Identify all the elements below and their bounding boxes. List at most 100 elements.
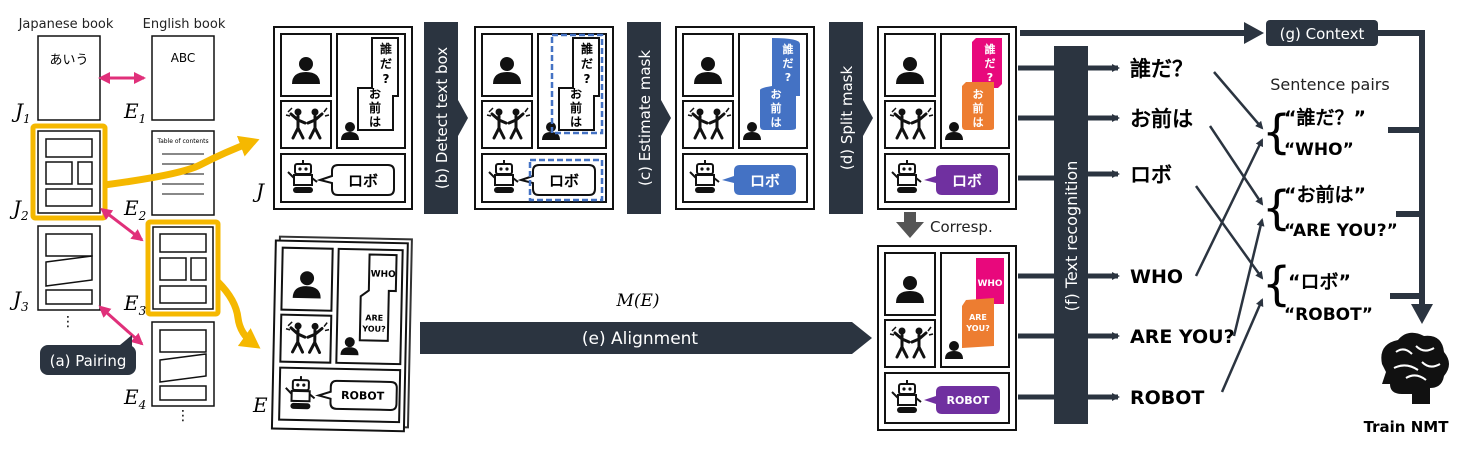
recognized-en-3: ROBOT	[1130, 387, 1204, 409]
yellow-arrow-j	[103, 135, 260, 189]
en-page-1-text: ABC	[171, 51, 196, 65]
recognized-en-1: WHO	[1130, 266, 1183, 288]
page-detected: 誰 だ ? お 前 は	[474, 26, 614, 210]
svg-text:前: 前	[771, 101, 782, 115]
svg-text:だ: だ	[380, 57, 392, 71]
pair-2-jp: “お前は”	[1284, 183, 1366, 206]
svg-text:?: ?	[584, 72, 591, 86]
en-page-1	[151, 35, 215, 121]
svg-text:前: 前	[570, 100, 582, 115]
en-page-3	[152, 226, 214, 310]
estimate-mask-step	[627, 22, 661, 214]
detect-text-box-step	[424, 22, 458, 214]
page-masked-bubble-text: ロボ	[750, 172, 780, 190]
estimate-mask-label: (c) Estimate mask	[636, 50, 654, 186]
svg-text:お: お	[369, 87, 381, 101]
split-mask-step	[829, 22, 863, 214]
pair-arrow-2	[100, 207, 144, 242]
page-e-bubble-text-2b: YOU?	[361, 324, 386, 334]
page-aligned	[877, 245, 1017, 431]
pair-arrow-3	[98, 305, 144, 346]
label-j: J	[252, 179, 265, 203]
brain-icon	[1381, 332, 1449, 404]
svg-text:だ: だ	[581, 57, 593, 71]
label-e1: E1	[123, 99, 146, 126]
japanese-book-header: Japanese book	[18, 17, 114, 32]
jp-dots: ⋮	[61, 314, 75, 330]
recognized-jp-1: 誰だ？	[1130, 57, 1193, 81]
pair-1-jp: “誰だ？”	[1284, 106, 1366, 129]
alignment-math: M(E)	[615, 291, 659, 311]
svg-text:?: ?	[383, 72, 390, 86]
page-j-bubble-1	[357, 37, 399, 131]
recognized-jp-2: お前は	[1130, 107, 1193, 131]
context-label: (g) Context	[1280, 25, 1365, 43]
jp-page-2-highlight	[30, 123, 108, 221]
brace-3: {	[1262, 257, 1291, 311]
svg-text:は: は	[369, 115, 381, 129]
jp-page-3	[37, 225, 101, 311]
en-page-3-highlight	[145, 219, 221, 317]
svg-text:誰: 誰	[783, 42, 794, 56]
corresp-label: Corresp.	[930, 218, 993, 236]
svg-text:お: お	[973, 88, 984, 101]
label-j2: J2	[9, 196, 29, 223]
page-j-bubble-text-1: 誰	[380, 41, 392, 56]
yellow-arrow-e	[215, 279, 261, 349]
svg-text:前: 前	[369, 100, 381, 115]
svg-text:前: 前	[973, 101, 984, 115]
page-e-bubble-text-1: WHO	[371, 270, 397, 281]
page-j-bubble-2	[316, 164, 395, 196]
svg-text:だ: だ	[783, 57, 794, 70]
svg-text:誰: 誰	[581, 41, 593, 56]
page-aligned-bubble-text-2b: YOU?	[965, 324, 990, 333]
page-e-bubble-text-3: ROBOT	[341, 389, 385, 403]
en-page-4	[151, 321, 215, 407]
svg-text:お: お	[771, 88, 782, 101]
label-e3: E3	[123, 291, 147, 318]
pairing-label-box	[40, 345, 136, 375]
page-j-bubble-text-2: ロボ	[348, 172, 378, 190]
split-mask-label: (d) Split mask	[838, 66, 856, 171]
brace-2: {	[1262, 181, 1291, 235]
jp-page-1-text: あいう	[49, 53, 88, 68]
alignment-label: (e) Alignment	[582, 329, 699, 349]
page-e: WHO ARE YOU? ROBOT	[270, 235, 413, 433]
label-e4: E4	[123, 385, 146, 412]
pair-2-en: “ARE YOU?”	[1284, 221, 1398, 241]
text-recognition-step	[1054, 46, 1088, 424]
corresp-arrow	[896, 222, 924, 238]
page-e-bubble-text-2: ARE	[365, 313, 383, 322]
svg-text:は: は	[771, 116, 782, 129]
pairing-label: (a) Pairing	[50, 352, 127, 370]
page-detected-bubble-text: ロボ	[549, 172, 579, 190]
page-aligned-bubble-text-3: ROBOT	[946, 394, 990, 407]
en-dots: ⋮	[176, 408, 190, 424]
alignment-arrow	[420, 322, 872, 354]
label-e: E	[252, 393, 268, 417]
svg-text:?: ?	[987, 71, 993, 84]
page-split-bubble-text: ロボ	[952, 172, 982, 190]
text-recognition-label: (f) Text recognition	[1062, 161, 1081, 312]
svg-text:?: ?	[785, 71, 791, 84]
page-masked: 誰 だ ? お 前 は	[675, 26, 815, 210]
toc-title: Table of contents	[156, 138, 208, 145]
svg-text:誰: 誰	[985, 42, 996, 56]
page-aligned-bubble-text-2: ARE	[969, 313, 987, 322]
detect-text-box-label: (b) Detect text box	[433, 47, 451, 189]
train-nmt-label: Train NMT	[1364, 418, 1450, 436]
english-book-header: English book	[143, 17, 226, 32]
label-j1: J1	[11, 99, 31, 126]
svg-text:だ: だ	[985, 57, 996, 70]
brace-1: {	[1262, 105, 1291, 159]
jp-page-1	[37, 35, 101, 121]
pair-1-en: “WHO”	[1284, 140, 1354, 160]
context-box	[1266, 20, 1378, 46]
recognized-jp-3: ロボ	[1130, 163, 1172, 187]
jp-page-2	[37, 130, 101, 214]
svg-text:は: は	[973, 116, 984, 129]
label-e2: E2	[123, 196, 146, 223]
recognized-en-2: ARE YOU?	[1130, 326, 1235, 348]
svg-text:お: お	[570, 87, 582, 101]
